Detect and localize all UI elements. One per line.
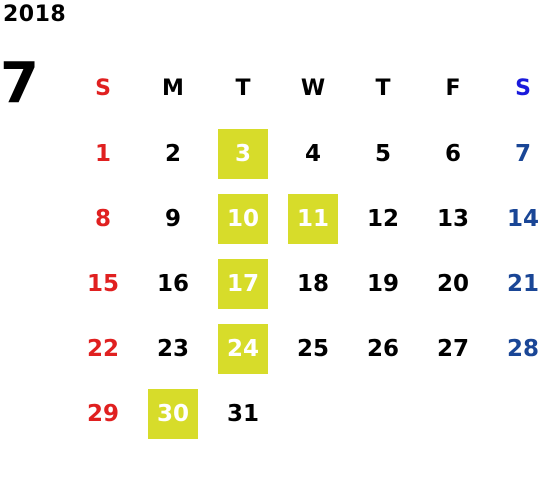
calendar-day[interactable]: 16 [138,251,208,316]
weekday-header: S [95,76,111,101]
day-number: 13 [436,205,469,232]
calendar-day[interactable]: 24 [208,316,278,381]
calendar-day[interactable]: 6 [418,121,488,186]
calendar-day[interactable]: 14 [488,186,548,251]
calendar-day[interactable]: 18 [278,251,348,316]
highlighted-day-number: 3 [218,128,268,179]
calendar-day[interactable]: 3 [208,121,278,186]
highlighted-day-number: 17 [218,258,268,309]
calendar-empty-cell [278,381,348,446]
day-number: 4 [304,140,321,167]
weekday-header: S [515,76,531,101]
calendar-day[interactable]: 12 [348,186,418,251]
day-number: 22 [86,335,119,362]
calendar-day[interactable]: 17 [208,251,278,316]
calendar-day[interactable]: 10 [208,186,278,251]
calendar-day[interactable]: 2 [138,121,208,186]
weekday-header: T [375,76,391,101]
calendar-day[interactable]: 19 [348,251,418,316]
calendar-empty-cell [488,381,548,446]
calendar-day[interactable]: 9 [138,186,208,251]
day-number: 28 [506,335,539,362]
calendar-month: 7 [0,51,39,116]
weekday-header: T [235,76,251,101]
calendar-year: 2018 [3,2,67,27]
calendar-day[interactable]: 28 [488,316,548,381]
calendar-day[interactable]: 26 [348,316,418,381]
day-number: 16 [156,270,189,297]
calendar-day[interactable]: 23 [138,316,208,381]
calendar-day[interactable]: 30 [138,381,208,446]
weekday-header: F [445,76,461,101]
calendar-day[interactable]: 11 [278,186,348,251]
day-number: 2 [164,140,181,167]
calendar-empty-cell [348,381,418,446]
calendar-day[interactable]: 15 [68,251,138,316]
highlighted-day-number: 11 [288,193,338,244]
day-number: 18 [296,270,329,297]
calendar-day[interactable]: 1 [68,121,138,186]
calendar-day[interactable]: 21 [488,251,548,316]
highlighted-day-number: 10 [218,193,268,244]
day-number: 23 [156,335,189,362]
calendar-day[interactable]: 20 [418,251,488,316]
weekday-header: W [300,76,326,101]
day-number: 9 [164,205,181,232]
day-number: 31 [226,400,259,427]
day-number: 20 [436,270,469,297]
day-number: 25 [296,335,329,362]
day-number: 21 [506,270,539,297]
calendar-day[interactable]: 27 [418,316,488,381]
calendar-day[interactable]: 7 [488,121,548,186]
day-number: 15 [86,270,119,297]
weekday-header: M [162,76,184,101]
calendar-day[interactable]: 8 [68,186,138,251]
calendar-empty-cell [418,381,488,446]
day-number: 26 [366,335,399,362]
day-number: 12 [366,205,399,232]
day-number: 27 [436,335,469,362]
day-number: 1 [94,140,111,167]
day-number: 7 [514,140,531,167]
calendar-day[interactable]: 31 [208,381,278,446]
day-number: 14 [506,205,539,232]
day-number: 6 [444,140,461,167]
highlighted-day-number: 30 [148,388,198,439]
day-number: 29 [86,400,119,427]
day-number: 8 [94,205,111,232]
highlighted-day-number: 24 [218,323,268,374]
day-number: 19 [366,270,399,297]
calendar-day[interactable]: 25 [278,316,348,381]
calendar-day[interactable]: 22 [68,316,138,381]
calendar-day[interactable]: 4 [278,121,348,186]
calendar-day[interactable]: 29 [68,381,138,446]
calendar-day[interactable]: 13 [418,186,488,251]
calendar-day[interactable]: 5 [348,121,418,186]
day-number: 5 [374,140,391,167]
